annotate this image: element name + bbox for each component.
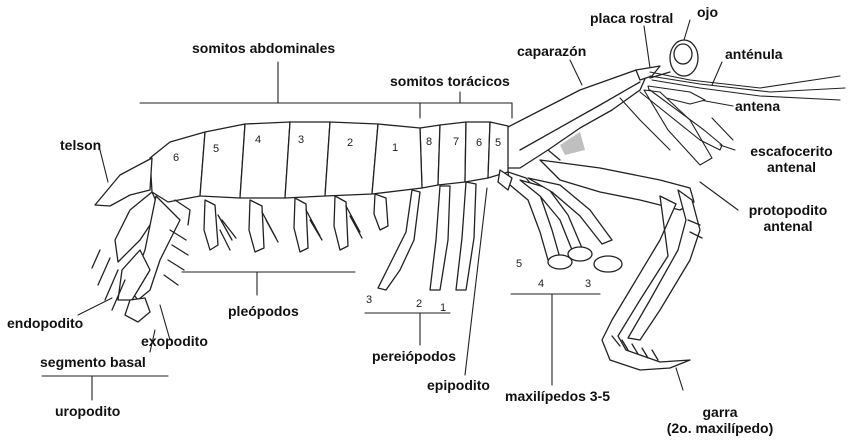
label-escafocerito-line2: antenal <box>766 159 816 175</box>
label-pleopodos: pleópodos <box>228 303 299 319</box>
abdominal-segment-number: 1 <box>392 142 399 154</box>
rostral-plate-and-eye <box>635 39 699 81</box>
abdominal-segment-number: 2 <box>347 137 354 149</box>
label-protopodito-antenal: protopodito antenal <box>733 202 843 234</box>
label-protopodito-line2: antenal <box>763 218 813 234</box>
pereiopods <box>377 181 477 291</box>
abdominal-segment-number: 4 <box>255 134 262 146</box>
label-somitos-toracicos: somitos torácicos <box>390 73 510 89</box>
label-antena: antena <box>735 98 781 114</box>
thoracic-segments <box>419 121 509 189</box>
pleopods <box>203 193 389 253</box>
label-uropodito: uropodito <box>55 403 121 419</box>
label-antenula: anténula <box>725 46 783 62</box>
thoracic-segment-number: 7 <box>453 136 460 148</box>
label-escafocerito-line1: escafocerito <box>750 143 833 159</box>
label-garra-line2: (2o. maxilípedo) <box>666 420 774 436</box>
telson-uropods <box>91 157 191 323</box>
pereiopod-number: 3 <box>366 294 373 306</box>
abdominal-segment-number: 3 <box>298 134 305 146</box>
bracket-lines <box>41 19 739 401</box>
thoracic-segment-number: 5 <box>495 137 502 149</box>
label-ojo: ojo <box>697 4 718 20</box>
thoracic-segment-number: 8 <box>426 136 433 148</box>
label-garra-line1: garra <box>702 404 738 420</box>
label-protopodito-line1: protopodito <box>748 202 828 218</box>
abdominal-segment-number: 5 <box>213 143 220 155</box>
label-pereiopodos: pereiópodos <box>372 348 457 364</box>
label-telson: telson <box>60 137 102 153</box>
raptorial-claw <box>539 159 703 371</box>
pereiopod-number: 1 <box>440 302 447 314</box>
thoracic-segment-number: 6 <box>476 137 483 149</box>
antennae <box>619 71 846 166</box>
label-somitos-abdominales: somitos abdominales <box>192 40 336 56</box>
maxillipeds <box>497 169 623 273</box>
label-segmento-basal: segmento basal <box>40 354 146 370</box>
pereiopod-number: 2 <box>416 298 423 310</box>
maxilliped-number: 4 <box>538 278 545 290</box>
abdominal-segment-number: 6 <box>173 152 180 164</box>
maxilliped-number: 5 <box>516 258 523 270</box>
label-maxilipedos: maxilípedos 3-5 <box>505 388 611 404</box>
label-epipodito: epipodito <box>427 377 490 393</box>
abdominal-segments <box>149 121 423 203</box>
label-escafocerito-antenal: escafocerito antenal <box>734 143 849 175</box>
label-caparazon: caparazón <box>517 43 587 59</box>
label-exopodito: exopodito <box>141 333 208 349</box>
label-placa-rostral: placa rostral <box>590 10 674 26</box>
label-endopodito: endopodito <box>7 315 84 331</box>
carapace <box>505 69 649 169</box>
label-garra: garra (2o. maxilípedo) <box>640 404 800 436</box>
maxilliped-number: 3 <box>585 278 592 290</box>
